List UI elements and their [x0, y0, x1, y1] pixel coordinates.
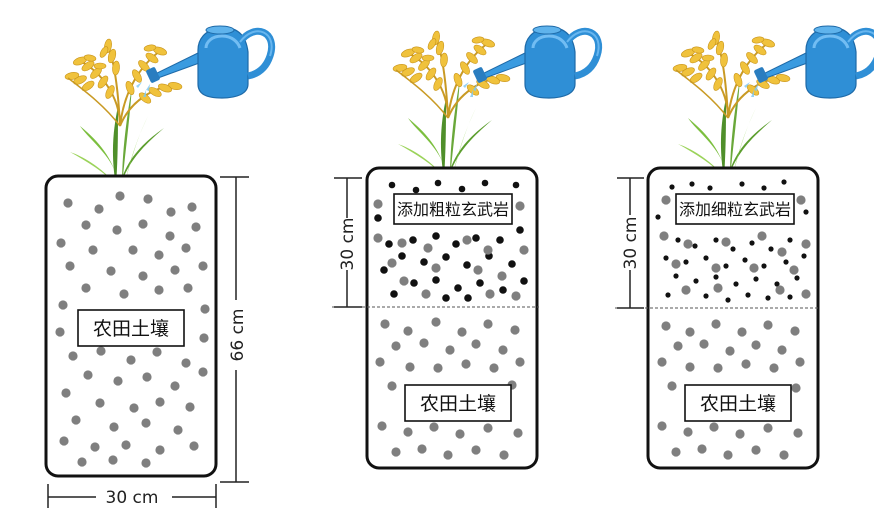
coarse-basalt-particles — [374, 179, 528, 302]
depth-label: 30 cm — [621, 217, 641, 270]
soil-particles — [55, 191, 210, 468]
soil-particles-lower — [657, 319, 805, 460]
depth-dimension — [617, 177, 644, 309]
soil-particles-upper — [659, 195, 811, 299]
height-dimension — [220, 176, 249, 483]
soil-label-box — [404, 384, 512, 422]
column-control: 农田土壤 66 cm 30 cm — [44, 26, 272, 508]
added-label: 添加粗粒玄武岩 — [397, 200, 509, 219]
depth-dimension — [334, 177, 362, 308]
soil-label: 农田土壤 — [93, 318, 169, 340]
added-label-box — [675, 193, 795, 225]
width-label: 30 cm — [106, 488, 159, 508]
soil-particles-lower — [375, 317, 525, 460]
rice-plant-icon — [63, 37, 184, 187]
rice-plant-icon — [671, 29, 792, 179]
added-label: 添加细粒玄武岩 — [679, 200, 791, 219]
height-label: 66 cm — [228, 309, 248, 362]
soil-particles-upper — [373, 199, 529, 301]
soil-label-box — [684, 384, 792, 422]
soil-label: 农田土壤 — [420, 393, 496, 415]
added-label-box — [393, 193, 513, 225]
depth-label: 30 cm — [338, 218, 358, 271]
fine-basalt-particles — [655, 179, 809, 303]
soil-label-box — [77, 309, 185, 347]
rice-plant-icon — [391, 29, 512, 179]
column-fine-basalt: 添加细粒玄武岩 农田土壤 30 cm — [615, 26, 874, 470]
width-dimension — [47, 484, 217, 508]
column-coarse-basalt: 添加粗粒玄武岩 农田土壤 30 cm — [332, 26, 599, 470]
soil-label: 农田土壤 — [700, 393, 776, 415]
